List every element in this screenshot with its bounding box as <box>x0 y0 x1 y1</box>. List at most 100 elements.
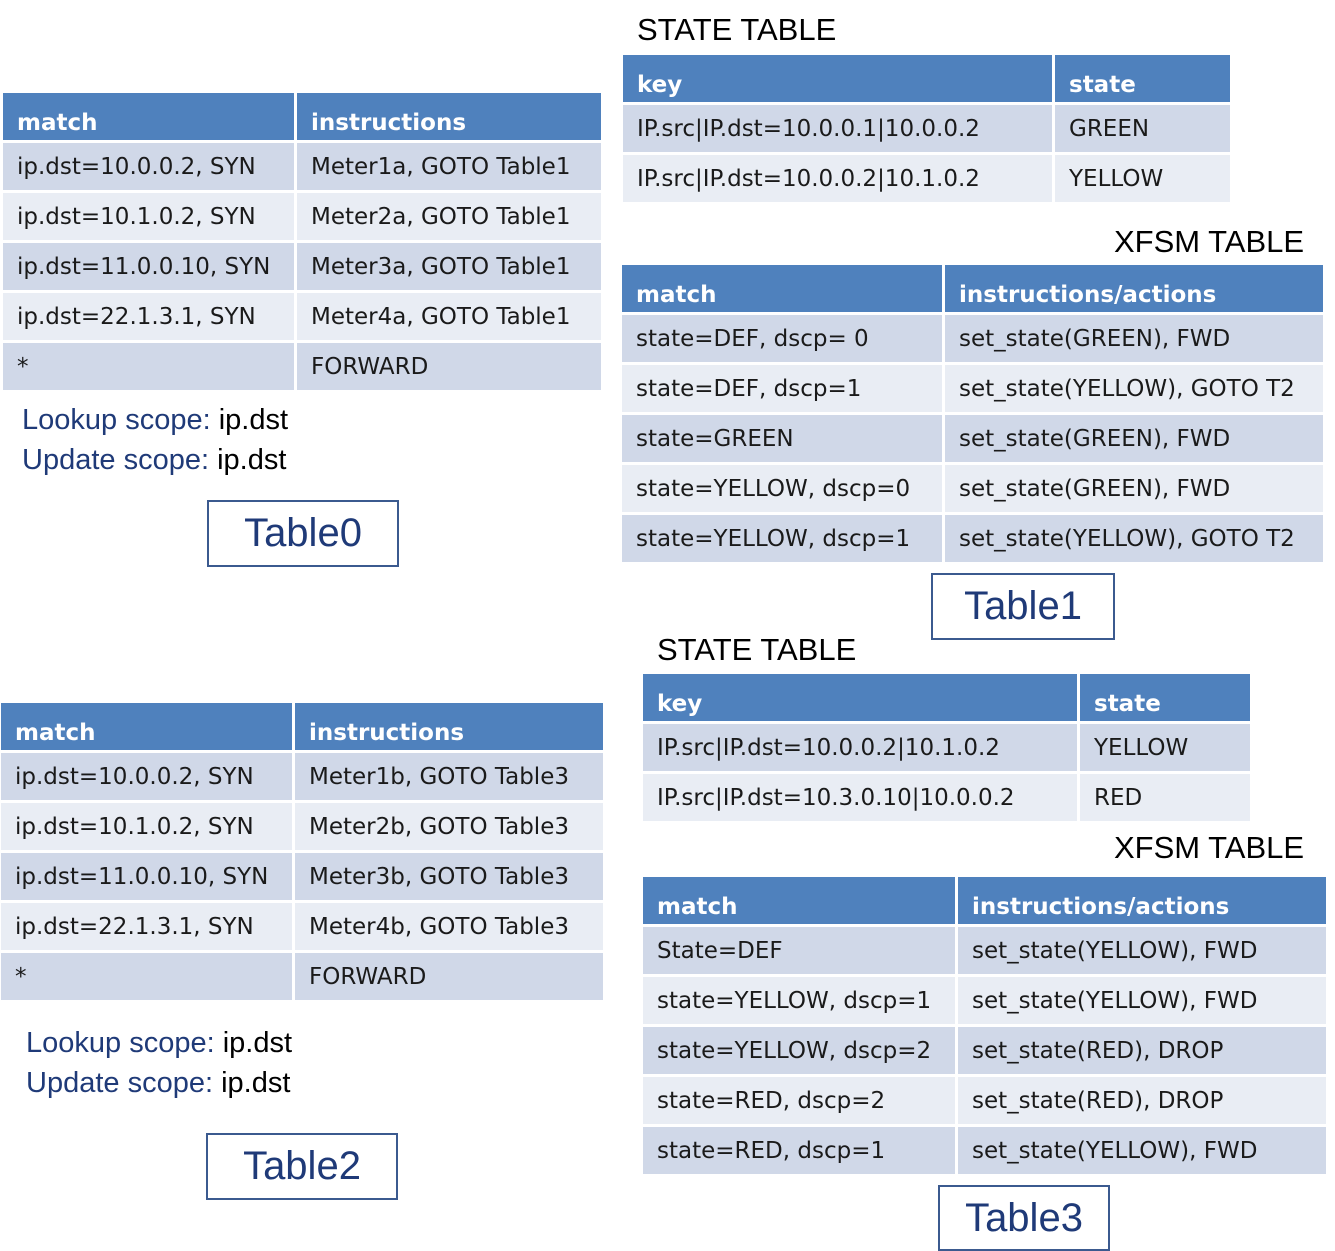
lookup-scope-value: ip.dst <box>222 1027 293 1059</box>
table1-state-table-title: STATE TABLE <box>637 12 837 47</box>
table-row: * FORWARD <box>1 953 603 1003</box>
key-cell: IP.src|IP.dst=10.0.0.2|10.1.0.2 <box>643 724 1080 774</box>
action-cell: set_state(GREEN), FWD <box>945 315 1323 365</box>
table-header-row: match instructions <box>3 93 601 143</box>
table2-match-table: match instructions ip.dst=10.0.0.2, SYN … <box>1 703 603 1003</box>
table1-xfsm-table: match instructions/actions state=DEF, ds… <box>622 265 1323 565</box>
action-cell: set_state(GREEN), FWD <box>945 465 1323 515</box>
action-cell: set_state(YELLOW), FWD <box>958 927 1326 977</box>
table-row: ip.dst=22.1.3.1, SYN Meter4a, GOTO Table… <box>3 293 601 343</box>
table3-xfsm-table-title: XFSM TABLE <box>1114 830 1305 865</box>
match-cell: ip.dst=22.1.3.1, SYN <box>1 903 295 953</box>
update-scope: Update scope: ip.dst <box>26 1063 292 1103</box>
key-cell: IP.src|IP.dst=10.0.0.1|10.0.0.2 <box>623 105 1055 155</box>
action-cell: set_state(GREEN), FWD <box>945 415 1323 465</box>
match-cell: state=YELLOW, dscp=2 <box>643 1027 958 1077</box>
table-row: * FORWARD <box>3 343 601 393</box>
table1-state-table: key state IP.src|IP.dst=10.0.0.1|10.0.0.… <box>623 55 1230 205</box>
header-state: state <box>1055 55 1230 105</box>
match-cell: ip.dst=11.0.0.10, SYN <box>1 853 295 903</box>
instruction-cell: Meter4b, GOTO Table3 <box>295 903 603 953</box>
update-scope-value: ip.dst <box>217 444 287 476</box>
table-row: state=YELLOW, dscp=1 set_state(YELLOW), … <box>622 515 1323 565</box>
header-instructions-actions: instructions/actions <box>958 877 1326 927</box>
table-row: ip.dst=10.1.0.2, SYN Meter2b, GOTO Table… <box>1 803 603 853</box>
instruction-cell: FORWARD <box>297 343 601 393</box>
header-match: match <box>1 703 295 753</box>
match-cell: state=YELLOW, dscp=1 <box>622 515 945 565</box>
lookup-scope-label: Lookup scope: <box>22 404 211 436</box>
table1-label-box: Table1 <box>931 573 1115 640</box>
instruction-cell: Meter2a, GOTO Table1 <box>297 193 601 243</box>
table-header-row: match instructions/actions <box>622 265 1323 315</box>
table3-xfsm-table: match instructions/actions State=DEF set… <box>643 877 1326 1177</box>
match-cell: ip.dst=10.1.0.2, SYN <box>3 193 297 243</box>
match-cell: state=RED, dscp=2 <box>643 1077 958 1127</box>
match-cell: ip.dst=22.1.3.1, SYN <box>3 293 297 343</box>
update-scope-value: ip.dst <box>221 1067 291 1099</box>
match-cell: State=DEF <box>643 927 958 977</box>
table-row: state=RED, dscp=2 set_state(RED), DROP <box>643 1077 1326 1127</box>
action-cell: set_state(YELLOW), FWD <box>958 977 1326 1027</box>
action-cell: set_state(YELLOW), GOTO T2 <box>945 515 1323 565</box>
match-cell: state=RED, dscp=1 <box>643 1127 958 1177</box>
action-cell: set_state(YELLOW), GOTO T2 <box>945 365 1323 415</box>
instruction-cell: Meter2b, GOTO Table3 <box>295 803 603 853</box>
header-match: match <box>3 93 297 143</box>
table-row: state=YELLOW, dscp=0 set_state(GREEN), F… <box>622 465 1323 515</box>
action-cell: set_state(RED), DROP <box>958 1027 1326 1077</box>
table-row: state=DEF, dscp= 0 set_state(GREEN), FWD <box>622 315 1323 365</box>
header-key: key <box>643 674 1080 724</box>
table2-label-box: Table2 <box>206 1133 398 1200</box>
instruction-cell: Meter3a, GOTO Table1 <box>297 243 601 293</box>
match-cell: state=YELLOW, dscp=0 <box>622 465 945 515</box>
table-header-row: match instructions/actions <box>643 877 1326 927</box>
table-row: ip.dst=22.1.3.1, SYN Meter4b, GOTO Table… <box>1 903 603 953</box>
table-header-row: key state <box>623 55 1230 105</box>
table0-scope: Lookup scope: ip.dst Update scope: ip.ds… <box>22 400 288 480</box>
state-cell: YELLOW <box>1080 724 1250 774</box>
table-header-row: key state <box>643 674 1250 724</box>
match-cell: state=DEF, dscp= 0 <box>622 315 945 365</box>
update-scope: Update scope: ip.dst <box>22 440 288 480</box>
header-key: key <box>623 55 1055 105</box>
key-cell: IP.src|IP.dst=10.3.0.10|10.0.0.2 <box>643 774 1080 824</box>
table-row: state=RED, dscp=1 set_state(YELLOW), FWD <box>643 1127 1326 1177</box>
action-cell: set_state(YELLOW), FWD <box>958 1127 1326 1177</box>
table-row: IP.src|IP.dst=10.3.0.10|10.0.0.2 RED <box>643 774 1250 824</box>
table-row: state=YELLOW, dscp=2 set_state(RED), DRO… <box>643 1027 1326 1077</box>
match-cell: ip.dst=10.0.0.2, SYN <box>3 143 297 193</box>
update-scope-label: Update scope: <box>22 444 210 476</box>
match-cell: * <box>1 953 295 1003</box>
key-cell: IP.src|IP.dst=10.0.0.2|10.1.0.2 <box>623 155 1055 205</box>
action-cell: set_state(RED), DROP <box>958 1077 1326 1127</box>
instruction-cell: Meter1a, GOTO Table1 <box>297 143 601 193</box>
match-cell: state=DEF, dscp=1 <box>622 365 945 415</box>
lookup-scope-label: Lookup scope: <box>26 1027 215 1059</box>
table3-state-table-title: STATE TABLE <box>657 632 857 667</box>
header-instructions-actions: instructions/actions <box>945 265 1323 315</box>
instruction-cell: Meter4a, GOTO Table1 <box>297 293 601 343</box>
match-cell: state=YELLOW, dscp=1 <box>643 977 958 1027</box>
lookup-scope: Lookup scope: ip.dst <box>22 400 288 440</box>
table-row: state=YELLOW, dscp=1 set_state(YELLOW), … <box>643 977 1326 1027</box>
table-row: ip.dst=10.1.0.2, SYN Meter2a, GOTO Table… <box>3 193 601 243</box>
header-match: match <box>622 265 945 315</box>
table-row: IP.src|IP.dst=10.0.0.1|10.0.0.2 GREEN <box>623 105 1230 155</box>
lookup-scope: Lookup scope: ip.dst <box>26 1023 292 1063</box>
match-cell: * <box>3 343 297 393</box>
table3-state-table: key state IP.src|IP.dst=10.0.0.2|10.1.0.… <box>643 674 1250 824</box>
table-row: ip.dst=11.0.0.10, SYN Meter3a, GOTO Tabl… <box>3 243 601 293</box>
match-cell: ip.dst=10.0.0.2, SYN <box>1 753 295 803</box>
table-row: ip.dst=10.0.0.2, SYN Meter1b, GOTO Table… <box>1 753 603 803</box>
table-row: ip.dst=10.0.0.2, SYN Meter1a, GOTO Table… <box>3 143 601 193</box>
table1-xfsm-table-title: XFSM TABLE <box>1114 224 1305 259</box>
update-scope-label: Update scope: <box>26 1067 214 1099</box>
state-cell: GREEN <box>1055 105 1230 155</box>
instruction-cell: Meter1b, GOTO Table3 <box>295 753 603 803</box>
match-cell: state=GREEN <box>622 415 945 465</box>
state-cell: YELLOW <box>1055 155 1230 205</box>
table-row: ip.dst=11.0.0.10, SYN Meter3b, GOTO Tabl… <box>1 853 603 903</box>
header-instructions: instructions <box>295 703 603 753</box>
header-state: state <box>1080 674 1250 724</box>
